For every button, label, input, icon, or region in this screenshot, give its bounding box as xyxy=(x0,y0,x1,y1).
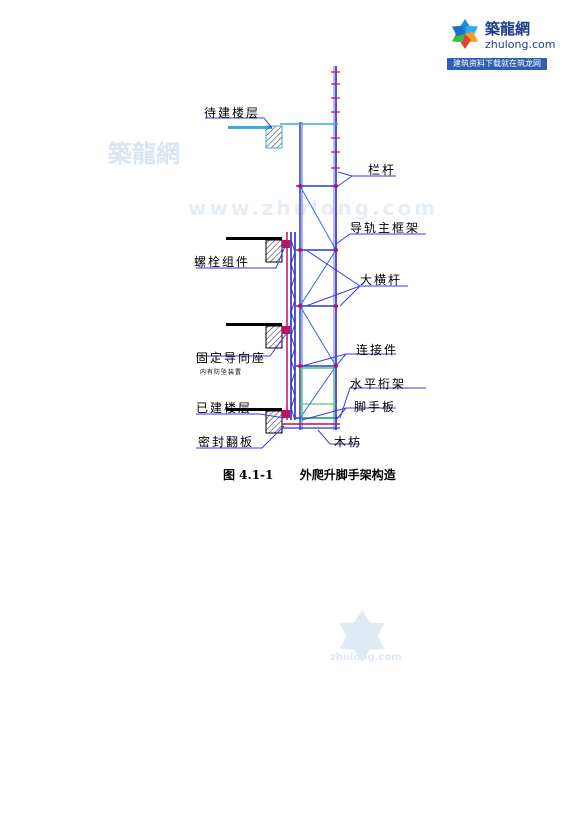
leader-lines xyxy=(196,117,426,449)
logo-tagline: 建筑资料下载就在筑龙网 xyxy=(447,58,547,70)
caption-number: 图 4.1-1 xyxy=(223,468,274,482)
figure-caption: 图 4.1-1 外爬升脚手架构造 xyxy=(223,466,396,483)
domain-watermark-faint: www.zhulong.com xyxy=(188,196,439,220)
label-built-floor: 已建楼层 xyxy=(196,401,253,415)
railing-ticks xyxy=(331,71,340,169)
horizontal-truss xyxy=(301,367,335,419)
label-crossbar: 大横杆 xyxy=(360,273,403,287)
timber-base xyxy=(282,423,340,429)
brand-watermark: 築龍網 xyxy=(108,140,180,168)
label-bolt: 螺栓组件 xyxy=(194,255,251,269)
caption-title: 外爬升脚手架构造 xyxy=(299,468,396,482)
snowflake-logo-icon xyxy=(452,19,478,49)
label-seal-board: 密封翻板 xyxy=(198,435,255,449)
logo-domain-text: zhulong.com xyxy=(485,38,556,51)
guide-rail-mast xyxy=(282,232,296,421)
label-main-frame: 导轨主框架 xyxy=(350,221,421,235)
label-railing: 栏杆 xyxy=(368,163,397,177)
label-timber: 木枋 xyxy=(334,435,363,449)
domain-watermark-bottom: zhulong.com xyxy=(330,652,402,663)
label-guide-seat-note: 内有防坠装置 xyxy=(200,369,243,376)
top-floor-slab xyxy=(228,125,283,149)
label-connector: 连接件 xyxy=(356,343,399,357)
snowflake-watermark-icon xyxy=(339,610,385,662)
label-guide-seat: 固定导向座 xyxy=(196,351,267,365)
logo-brand-text: 築龍網 xyxy=(485,20,531,38)
label-truss: 水平桁架 xyxy=(350,377,407,391)
label-scaffold-board: 脚手板 xyxy=(354,400,397,414)
zhulong-logo[interactable]: 築龍網 zhulong.com 建筑资料下载就在筑龙网 xyxy=(447,14,555,72)
label-top-floor: 待建楼层 xyxy=(204,106,261,120)
middle-floor-slab xyxy=(226,323,283,349)
upper-floor-slab xyxy=(226,237,283,263)
